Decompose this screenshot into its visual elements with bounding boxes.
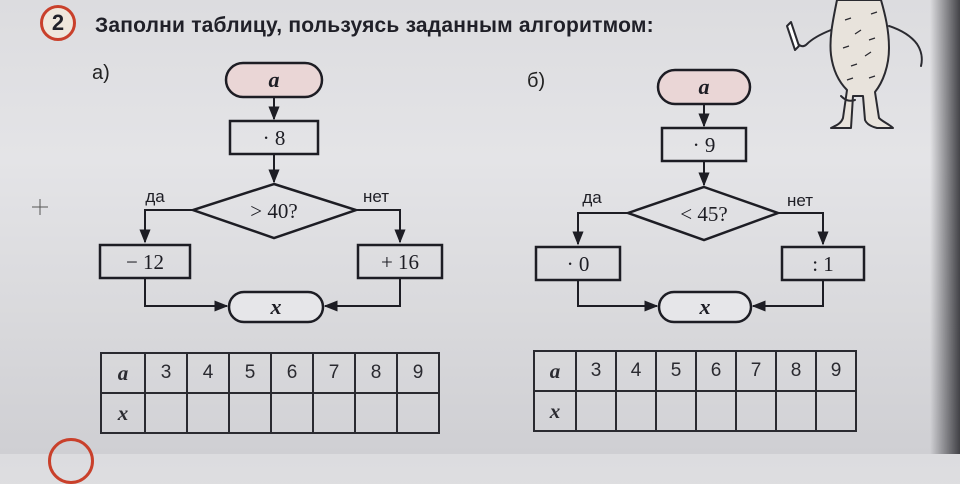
start-var-b: a: [699, 74, 710, 99]
flowchart-a: a · 8 > 40? да нет − 12 + 16 x: [98, 61, 444, 324]
table-b-x-cell[interactable]: [695, 390, 737, 432]
no-label-a: нет: [363, 187, 389, 206]
yes-label-a: да: [145, 187, 165, 206]
table-a-a-cell: 8: [354, 352, 398, 394]
table-a: a 3 4 5 6 7 8 9 x: [100, 352, 440, 434]
table-a-x-cell[interactable]: [396, 392, 440, 434]
photo-edge-shadow: [930, 0, 960, 454]
table-b-row-a: a 3 4 5 6 7 8 9: [533, 350, 857, 392]
table-a-a-cell: 4: [186, 352, 230, 394]
part-a-label: а): [92, 62, 110, 84]
table-a-a-cell: 6: [270, 352, 314, 394]
result-var-a: x: [270, 294, 282, 319]
table-b-a-cell: 5: [655, 350, 697, 392]
task-number-badge: 2: [40, 5, 76, 41]
table-b-x-cell[interactable]: [775, 390, 817, 432]
table-a-row-x-header: x: [100, 392, 146, 434]
table-a-row-a-header: a: [100, 352, 146, 394]
yes-action-text-b: · 0: [567, 252, 590, 276]
table-a-row-a: a 3 4 5 6 7 8 9: [100, 352, 440, 394]
task-number: 2: [51, 10, 65, 35]
table-a-a-cell: 7: [312, 352, 356, 394]
yes-label-b: да: [582, 188, 602, 207]
table-b-a-cell: 7: [735, 350, 777, 392]
table-b-x-cell[interactable]: [615, 390, 657, 432]
table-b-x-cell[interactable]: [735, 390, 777, 432]
flowchart-b: a · 9 < 45? да нет · 0 : 1 x: [534, 68, 866, 324]
no-action-text-a: + 16: [381, 250, 419, 274]
table-b-a-cell: 9: [815, 350, 857, 392]
result-var-b: x: [699, 294, 711, 319]
table-a-x-cell[interactable]: [270, 392, 314, 434]
part-b-label: б): [527, 70, 546, 92]
table-b-a-cell: 6: [695, 350, 737, 392]
table-b-x-cell[interactable]: [815, 390, 857, 432]
table-b: a 3 4 5 6 7 8 9 x: [533, 350, 857, 432]
table-b-row-a-header: a: [533, 350, 577, 392]
table-a-x-cell[interactable]: [144, 392, 188, 434]
table-a-x-cell[interactable]: [228, 392, 272, 434]
yes-action-text-a: − 12: [126, 250, 164, 274]
table-a-x-cell[interactable]: [354, 392, 398, 434]
table-b-a-cell: 4: [615, 350, 657, 392]
result-terminal-a: [227, 290, 325, 324]
no-action-text-b: : 1: [812, 252, 834, 276]
multiply-text-b: · 9: [693, 133, 716, 157]
table-a-a-cell: 5: [228, 352, 272, 394]
table-b-row-x: x: [533, 390, 857, 432]
table-a-a-cell: 9: [396, 352, 440, 394]
table-b-row-x-header: x: [533, 390, 577, 432]
table-b-a-cell: 8: [775, 350, 817, 392]
task-title: Заполни таблицу, пользуясь заданным алго…: [95, 14, 654, 37]
multiply-text-a: · 8: [263, 126, 286, 150]
condition-text-a: > 40?: [250, 199, 297, 223]
flowcharts-canvas: a · 8 > 40? да нет − 12 + 16 x a: [32, 61, 866, 324]
start-var-a: a: [269, 67, 280, 92]
next-task-badge: [48, 438, 94, 484]
crosshair-mark: [32, 199, 48, 215]
condition-diamond-a: [189, 182, 360, 240]
condition-diamond-b: [624, 185, 782, 242]
table-b-x-cell[interactable]: [575, 390, 617, 432]
table-b-x-cell[interactable]: [655, 390, 697, 432]
table-a-x-cell[interactable]: [186, 392, 230, 434]
condition-text-b: < 45?: [680, 202, 727, 226]
mascot-illustration: [786, 0, 923, 129]
table-a-row-x: x: [100, 392, 440, 434]
textbook-page: 2 Заполни таблицу, пользуясь заданным ал…: [32, 0, 960, 484]
result-terminal-b: [657, 290, 753, 324]
no-label-b: нет: [787, 191, 813, 210]
table-b-a-cell: 3: [575, 350, 617, 392]
table-a-x-cell[interactable]: [312, 392, 356, 434]
table-a-a-cell: 3: [144, 352, 188, 394]
